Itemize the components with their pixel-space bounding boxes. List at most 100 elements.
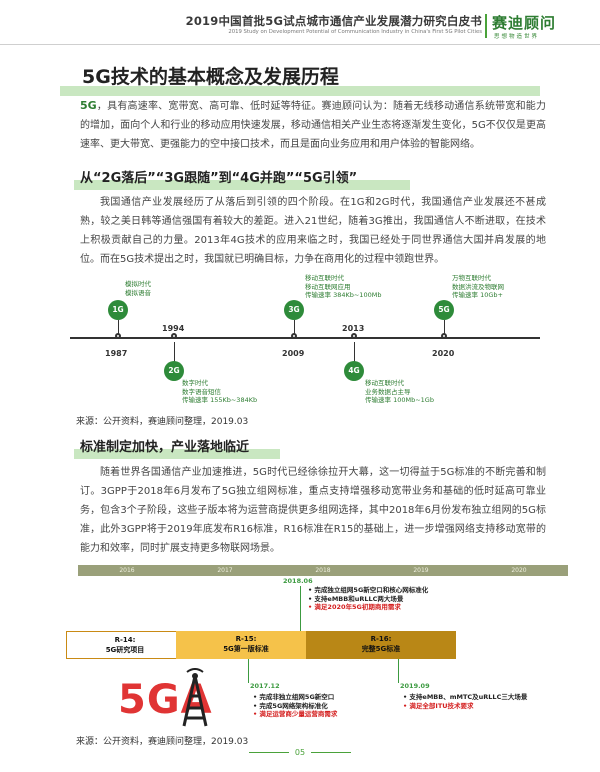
year-2020: 2020 <box>511 567 527 574</box>
milestone-date-2018-06: 2018.06 <box>283 577 313 585</box>
timeline-dot-2g <box>171 333 177 339</box>
milestone-item-text: 完成独立组网5G新空口和核心网标准化 <box>314 586 429 594</box>
report-title: 2019中国首批5G试点城市通信产业发展潜力研究白皮书 <box>185 14 482 28</box>
timeline-stem-4g <box>354 342 355 362</box>
info-5g-line: 数据洪流及物联网 <box>452 282 504 291</box>
milestone-item-text: 支持eMBB、mMTC及uRLLC三大场景 <box>409 693 528 701</box>
node-2g: 2G <box>164 361 184 381</box>
release-name: R-14: <box>114 636 136 644</box>
timeline-dot-4g <box>351 333 357 339</box>
release-name: R-16: <box>370 635 392 643</box>
info-2g-line: 传输速率 155Kb~384Kb <box>182 396 258 404</box>
release-label: R-14: 5G研究项目 <box>67 635 183 655</box>
info-5g-line: 传输速率 10Gb+ <box>452 291 503 299</box>
milestone-date-2017-12: 2017.12 <box>250 682 280 690</box>
release-desc: 完整5G标准 <box>361 645 401 653</box>
release-label: R-15: 5G第一版标准 <box>176 634 316 654</box>
page-header: 2019中国首批5G试点城市通信产业发展潜力研究白皮书 2019 Study o… <box>0 0 600 46</box>
milestone-highlight: • 满足全部ITU技术要求 <box>403 701 474 710</box>
subsection-title-evolution: 从“2G落后”“3G跟随”到“4G并跑”“5G引领” <box>80 171 358 186</box>
section-title-underline <box>60 86 540 96</box>
milestone-item: • 完成独立组网5G新空口和核心网标准化 <box>308 586 429 594</box>
node-3g: 3G <box>284 300 304 320</box>
report-subtitle: 2019 Study on Development Potential of C… <box>228 29 482 35</box>
milestone-notes-2018-06: • 完成独立组网5G新空口和核心网标准化 • 支持eMBB和uRLLC两大场景 … <box>308 586 428 612</box>
intro-text: ，具有高速率、宽带宽、高可靠、低时延等特征。赛迪顾问认为：随着无线移动通信系统带… <box>80 101 546 150</box>
antenna-tower-icon <box>182 668 208 727</box>
info-2g: 数字时代 数字语音短信 传输速率 155Kb~384Kb <box>182 379 257 405</box>
milestone-date-2019-09: 2019.09 <box>400 682 430 690</box>
year-2016: 2016 <box>119 567 135 574</box>
header-rule <box>0 44 600 45</box>
milestone-stem-2017-12 <box>248 659 249 683</box>
milestone-notes-2019-09: • 支持eMBB、mMTC及uRLLC三大场景 • 满足全部ITU技术要求 <box>403 693 527 710</box>
header-divider <box>485 14 487 38</box>
timeline-stem-2g <box>174 342 175 362</box>
timeline-stem-5g <box>444 320 445 335</box>
source-note: 来源：公开资料，赛迪顾问整理，2019.03 <box>76 737 249 747</box>
info-1g: 模拟时代 模拟语音 <box>125 280 151 297</box>
milestone-item: • 完成5G网络架构标准化 <box>253 701 328 710</box>
node-5g: 5G <box>434 300 454 320</box>
milestone-item: • 支持eMBB、mMTC及uRLLC三大场景 <box>403 693 528 701</box>
intro-paragraph: 5G，具有高速率、宽带宽、高可靠、低时延等特征。赛迪顾问认为：随着无线移动通信系… <box>80 96 546 154</box>
timeline-stem-3g <box>294 320 295 335</box>
release-desc: 5G研究项目 <box>105 646 145 654</box>
node-4g: 4G <box>344 361 364 381</box>
release-desc: 5G第一版标准 <box>223 645 269 653</box>
page-number: 05 <box>0 748 600 757</box>
milestone-highlight: • 满足2020年5G初期商用需求 <box>308 603 401 611</box>
milestone-highlight: • 满足运营商少量运营商需求 <box>253 710 338 718</box>
evolution-paragraph: 我国通信产业发展经历了从落后到引领的四个阶段。在1G和2G时代，我国通信产业发展… <box>80 197 546 265</box>
subsection-underline <box>74 449 280 459</box>
milestone-highlight-text: 满足全部ITU技术要求 <box>409 701 474 710</box>
info-3g: 移动互联时代 移动互联网应用 传输速率 384Kb~100Mb <box>305 274 381 300</box>
info-1g-line: 模拟语音 <box>125 288 151 297</box>
timeline-axis <box>70 337 540 339</box>
standards-year-bar: 2016 2017 2018 2019 2020 <box>78 565 568 576</box>
year-2017: 2017 <box>217 567 233 574</box>
node-1g: 1G <box>108 300 128 320</box>
subsection-title-standards: 标准制定加快，产业落地临近 <box>80 440 250 455</box>
info-4g-line: 移动互联时代 <box>365 379 404 387</box>
milestone-notes-2017-12: • 完成非独立组网5G新空口 • 完成5G网络架构标准化 • 满足运营商少量运营… <box>253 693 337 719</box>
milestone-item-text: 完成5G网络架构标准化 <box>259 701 328 710</box>
year-2020: 2020 <box>432 349 455 358</box>
intro-highlight: 5G <box>80 99 97 112</box>
year-2013: 2013 <box>342 324 365 333</box>
info-2g-line: 数字语音短信 <box>182 387 221 396</box>
standards-paragraph: 随着世界各国通信产业加速推进，5G时代已经徐徐拉开大幕，这一切得益于5G标准的不… <box>80 467 546 554</box>
info-3g-line: 移动互联网应用 <box>305 282 351 291</box>
year-2019: 2019 <box>413 567 429 574</box>
brand-logo: 赛迪顾问 <box>492 14 557 32</box>
milestone-stem-2018-06 <box>300 586 301 631</box>
info-5g: 万物互联时代 数据洪流及物联网 传输速率 10Gb+ <box>452 274 504 300</box>
info-1g-line: 模拟时代 <box>125 280 151 288</box>
year-1994: 1994 <box>162 324 185 333</box>
info-3g-line: 传输速率 384Kb~100Mb <box>305 291 382 299</box>
milestone-highlight-text: 满足2020年5G初期商用需求 <box>314 603 401 611</box>
generation-timeline: 1G 1987 模拟时代 模拟语音 2G 1994 数字时代 数字语音短信 传输… <box>70 262 540 412</box>
year-2009: 2009 <box>282 349 305 358</box>
info-4g-line: 业务数据占主导 <box>365 387 411 396</box>
release-name: R-15: <box>235 635 257 643</box>
milestone-item-text: 支持eMBB和uRLLC两大场景 <box>314 594 404 603</box>
milestone-highlight-text: 满足运营商少量运营商需求 <box>259 710 338 718</box>
release-r14: R-14: 5G研究项目 <box>66 631 184 659</box>
timeline-stem-1g <box>118 320 119 335</box>
year-2018: 2018 <box>315 567 331 574</box>
info-4g: 移动互联时代 业务数据占主导 传输速率 100Mb~1Gb <box>365 379 434 405</box>
info-4g-line: 传输速率 100Mb~1Gb <box>365 396 434 404</box>
info-3g-line: 移动互联时代 <box>305 274 344 282</box>
info-2g-line: 数字时代 <box>182 379 208 387</box>
year-1987: 1987 <box>105 349 128 358</box>
milestone-item: • 支持eMBB和uRLLC两大场景 <box>308 594 404 603</box>
release-label: R-16: 完整5G标准 <box>306 634 456 654</box>
release-r15: R-15: 5G第一版标准 <box>176 631 316 659</box>
release-r16: R-16: 完整5G标准 <box>306 631 456 659</box>
brand-slogan: 思想物造世界 <box>494 34 540 40</box>
info-5g-line: 万物互联时代 <box>452 274 491 282</box>
milestone-item: • 完成非独立组网5G新空口 <box>253 693 335 701</box>
milestone-stem-2019-09 <box>398 659 399 683</box>
milestone-item-text: 完成非独立组网5G新空口 <box>259 693 335 701</box>
